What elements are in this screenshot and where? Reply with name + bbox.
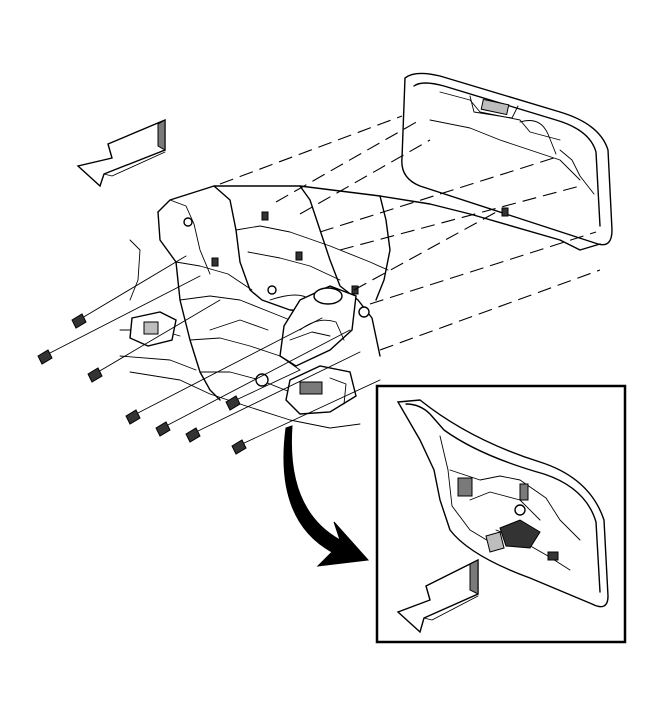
left-bracket bbox=[129, 311, 177, 347]
clip-2 bbox=[295, 251, 303, 261]
screw-6 bbox=[185, 351, 361, 443]
inset-removal-arrow-icon bbox=[396, 558, 479, 634]
clip-4 bbox=[211, 257, 219, 267]
inset-trim-panel bbox=[396, 399, 609, 608]
alignment-lines bbox=[219, 115, 601, 351]
screw-5 bbox=[155, 329, 351, 437]
lower-latch bbox=[285, 365, 357, 415]
inset-detail bbox=[375, 384, 627, 644]
screw-4 bbox=[125, 317, 323, 425]
screw-1 bbox=[71, 255, 187, 329]
screw-8 bbox=[225, 369, 301, 411]
curved-arrow-icon bbox=[283, 425, 370, 567]
screw-2 bbox=[37, 275, 201, 365]
fasteners bbox=[37, 255, 381, 455]
liftgate-inner-trim-panel bbox=[119, 72, 613, 429]
removal-direction-arrow-icon bbox=[76, 118, 166, 188]
latch-bracket bbox=[279, 285, 357, 367]
screw-3 bbox=[87, 299, 221, 383]
screw-7 bbox=[231, 379, 381, 455]
clip-5 bbox=[501, 207, 509, 217]
clip-1 bbox=[261, 211, 269, 221]
